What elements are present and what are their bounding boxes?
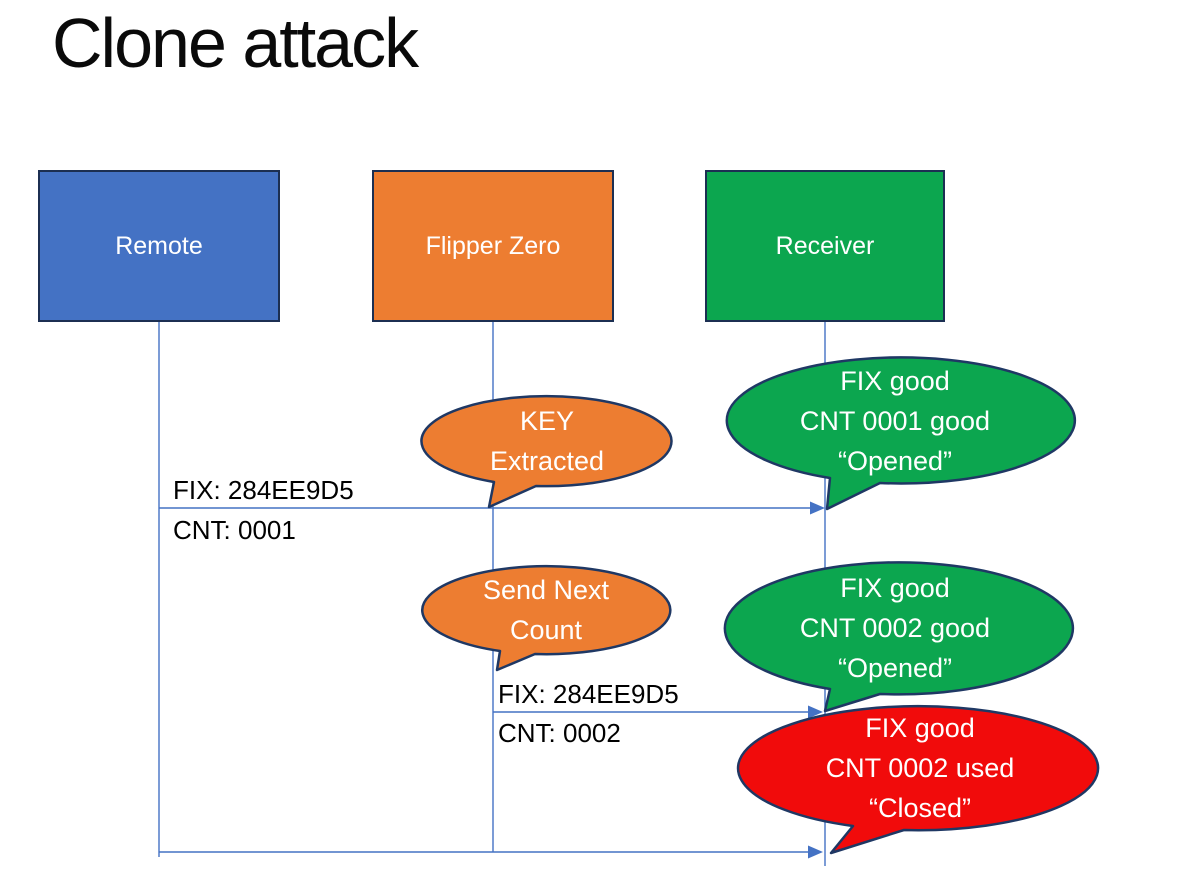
arrowhead-icon [808, 705, 823, 719]
callout-line: FIX good [865, 713, 975, 743]
actor-box-remote: Remote [38, 170, 280, 322]
callout-send-next-count-text: Send Next Count [422, 570, 670, 650]
actor-label: Flipper Zero [425, 231, 561, 260]
callout-line: FIX good [840, 573, 950, 603]
callout-line: “Opened” [837, 446, 953, 476]
message-2-cnt-label: CNT: 0002 [498, 718, 621, 748]
arrowhead-icon [810, 501, 825, 515]
message-2-fix-label: FIX: 284EE9D5 [498, 679, 679, 709]
callout-line: “Closed” [868, 793, 972, 823]
actor-label: Remote [115, 231, 203, 260]
callout-line: FIX good [840, 366, 950, 396]
callout-cnt-0001-good-text: FIX good CNT 0001 good “Opened” [721, 361, 1069, 481]
arrowhead-icon [808, 845, 823, 859]
callout-cnt-0001-good-shape [725, 356, 1077, 511]
actor-box-flipper-zero: Flipper Zero [372, 170, 614, 322]
callout-cnt-0002-good-shape [723, 561, 1075, 713]
callout-line: Extracted [489, 446, 605, 476]
callout-key-extracted-shape [420, 394, 673, 509]
callout-cnt-0002-used-text: FIX good CNT 0002 used “Closed” [740, 708, 1100, 828]
callout-line: KEY [519, 406, 575, 436]
actor-box-receiver: Receiver [705, 170, 945, 322]
callout-line: CNT 0002 used [825, 753, 1015, 783]
message-1-fix-label: FIX: 284EE9D5 [173, 475, 354, 505]
callout-line: CNT 0002 good [799, 613, 991, 643]
callout-send-next-count-shape [421, 564, 672, 672]
callout-line: Send Next [482, 575, 610, 605]
callout-cnt-0002-used-shape [736, 704, 1100, 855]
slide-title: Clone attack [52, 4, 419, 82]
message-1-cnt-label: CNT: 0001 [173, 515, 296, 545]
actor-label: Receiver [775, 231, 875, 260]
callout-line: Count [509, 615, 583, 645]
callout-cnt-0002-good-text: FIX good CNT 0002 good “Opened” [721, 568, 1069, 688]
callout-key-extracted-text: KEY Extracted [422, 401, 672, 481]
callout-line: CNT 0001 good [799, 406, 991, 436]
callout-line: “Opened” [837, 653, 953, 683]
